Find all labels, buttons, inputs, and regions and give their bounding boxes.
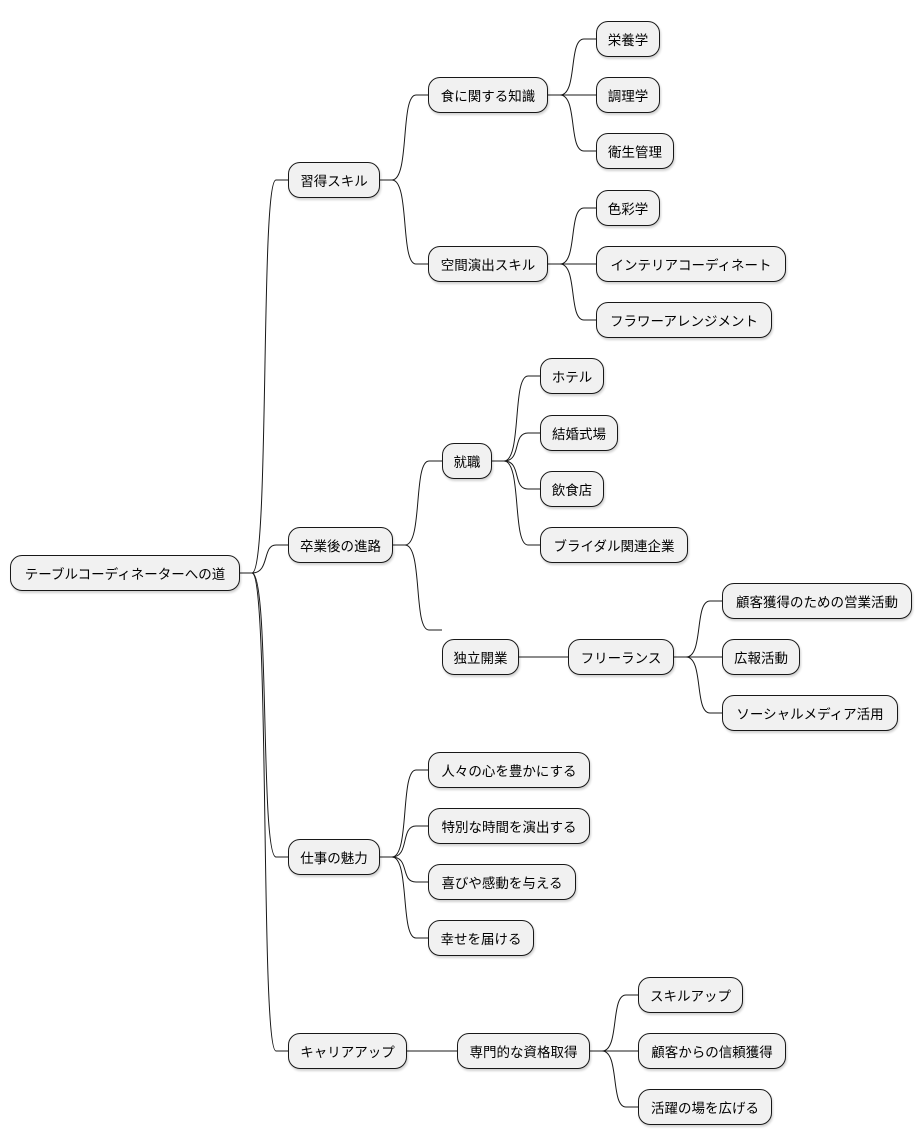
node-food-knowledge[interactable]: 食に関する知識 [428,77,548,113]
node-skills[interactable]: 習得スキル [288,162,380,198]
node-space-direction[interactable]: 空間演出スキル [428,246,548,282]
node-skill-up[interactable]: スキルアップ [638,977,743,1013]
node-wedding-venue[interactable]: 結婚式場 [540,415,618,451]
edge [548,263,596,321]
node-nutrition[interactable]: 栄養学 [596,21,660,57]
edge [492,460,540,546]
node-cookery[interactable]: 調理学 [596,77,660,113]
node-job-appeal[interactable]: 仕事の魅力 [288,839,380,875]
node-special-time[interactable]: 特別な時間を演出する [428,808,590,844]
node-flower-arrangement[interactable]: フラワーアレンジメント [596,302,772,338]
node-expand-field[interactable]: 活躍の場を広げる [638,1089,772,1125]
edge [590,1050,638,1108]
node-deliver-happiness[interactable]: 幸せを届ける [428,920,534,956]
edge [548,38,596,96]
node-independent[interactable]: 独立開業 [442,639,519,675]
node-joy-emotion[interactable]: 喜びや感動を与える [428,864,576,900]
edge [492,375,540,462]
edge [240,572,288,858]
node-hygiene[interactable]: 衛生管理 [596,133,674,169]
edge [380,856,428,883]
root-node[interactable]: テーブルコーディネーターへの道 [10,555,240,591]
edge [240,179,288,574]
edge [380,856,428,939]
node-interior-coordinate[interactable]: インテリアコーディネート [596,246,786,282]
edge [393,460,442,546]
node-freelance[interactable]: フリーランス [568,639,674,675]
edge [380,825,428,858]
edge [548,94,596,152]
edge [380,769,428,858]
node-career-up[interactable]: キャリアアップ [288,1033,407,1069]
edge [240,572,288,1052]
node-bridal-company[interactable]: ブライダル関連企業 [540,527,688,563]
edge [548,207,596,265]
node-employment[interactable]: 就職 [442,443,492,479]
node-restaurant[interactable]: 飲食店 [540,471,604,507]
node-certification[interactable]: 専門的な資格取得 [457,1033,590,1069]
edge [674,600,722,658]
node-client-sales[interactable]: 顧客獲得のための営業活動 [722,583,912,619]
node-social-media[interactable]: ソーシャルメディア活用 [722,695,898,731]
edge [393,544,442,631]
edge [240,544,288,574]
edge [380,94,428,181]
edge [492,460,540,490]
node-enrich-hearts[interactable]: 人々の心を豊かにする [428,752,590,788]
node-color-theory[interactable]: 色彩学 [596,190,660,226]
edge [590,994,638,1052]
node-pr-activity[interactable]: 広報活動 [722,639,800,675]
node-client-trust[interactable]: 顧客からの信頼獲得 [638,1033,786,1069]
edge [492,432,540,462]
node-career-path[interactable]: 卒業後の進路 [288,527,393,563]
node-hotel[interactable]: ホテル [540,358,604,394]
edge [380,179,428,265]
edge [674,656,722,714]
